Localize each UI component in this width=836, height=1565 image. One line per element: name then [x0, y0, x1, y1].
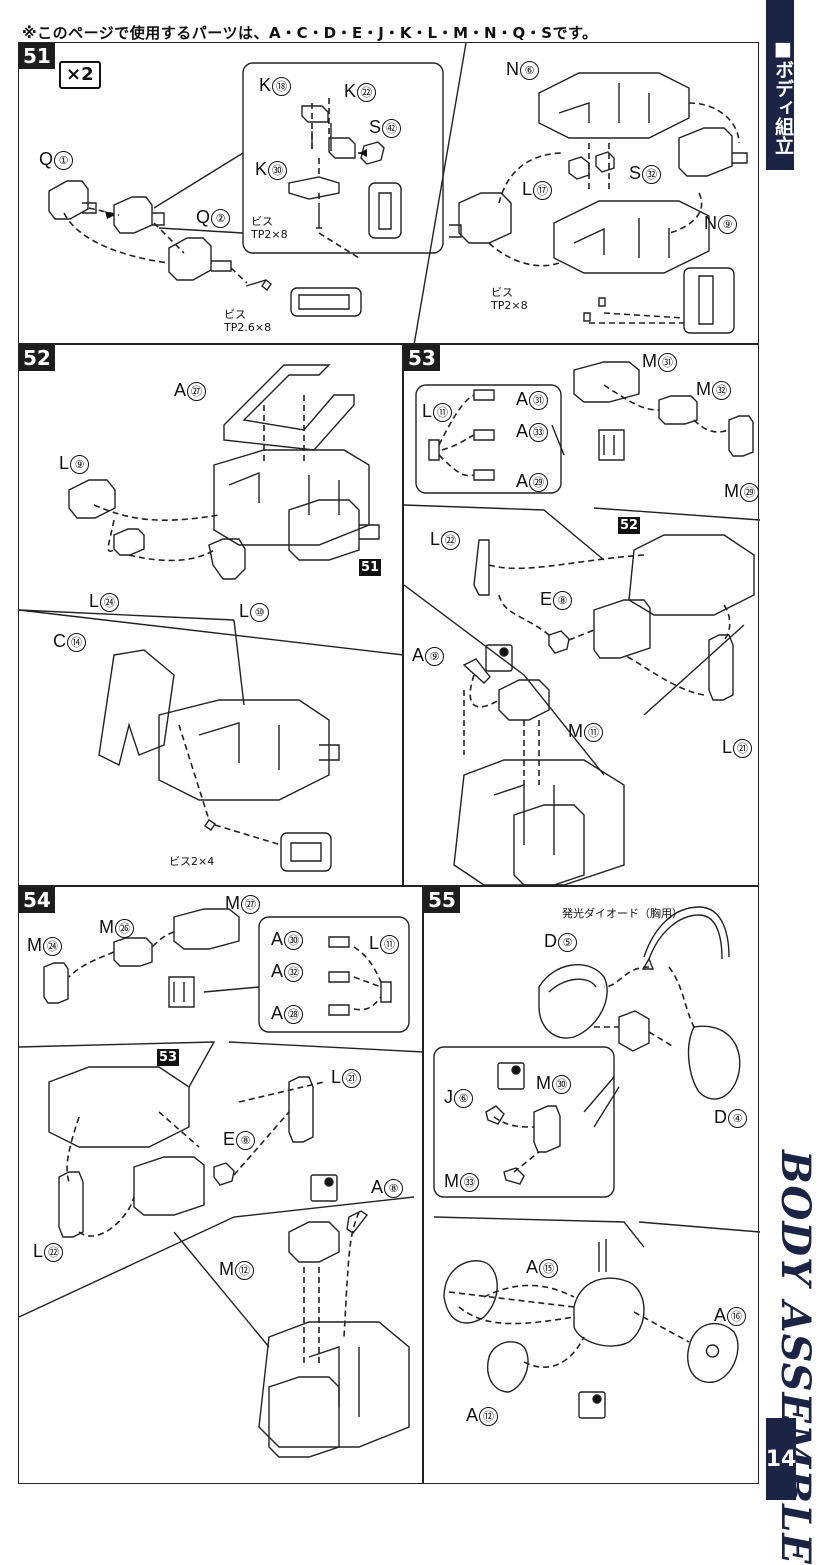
step-number: 52 [19, 345, 55, 371]
step-54-illustration [19, 908, 424, 1458]
step-52-illustration [19, 364, 404, 872]
step-51-panel: 51 ×2 [18, 42, 759, 345]
step-54-panel: 54 [18, 886, 424, 1484]
step-51-illustration [48, 43, 748, 345]
section-title-en: BODY ASSEMBLE [772, 1150, 819, 1565]
ref-step-53: 53 [157, 1049, 180, 1066]
screw-label-tp2: ビス TP2×8 [251, 215, 288, 241]
step-53-panel: 53 [403, 344, 760, 886]
page-header-note: ※このページで使用するパーツは、A・C・D・E・J・K・L・M・N・Q・Sです。 [22, 24, 598, 42]
sidebar: ■ボディ組立 BODY ASSEMBLE 14 [762, 0, 836, 1565]
step-number: 51 [19, 43, 55, 69]
screw-label: ビス2×4 [169, 855, 215, 868]
step-55-illustration [433, 906, 760, 1419]
ref-step-51: 51 [359, 559, 382, 576]
led-note: 発光ダイオード（胸用） [562, 907, 683, 920]
step-52-panel: 52 5 [18, 344, 404, 886]
screw-label-tp2-right: ビス TP2×8 [491, 286, 528, 312]
ref-step-52: 52 [618, 517, 641, 534]
step-53-illustration [404, 361, 760, 886]
sidebar-title-bar [766, 0, 794, 170]
quantity-multiplier: ×2 [59, 61, 101, 89]
step-number: 54 [19, 887, 55, 913]
section-title-jp: ■ボディ組立 [772, 38, 794, 155]
screw-label-tp26: ビス TP2.6×8 [224, 308, 272, 334]
page-number: 14 [766, 1418, 796, 1500]
step-number: 55 [424, 887, 460, 913]
step-number: 53 [404, 345, 440, 371]
step-55-panel: 55 [423, 886, 760, 1484]
